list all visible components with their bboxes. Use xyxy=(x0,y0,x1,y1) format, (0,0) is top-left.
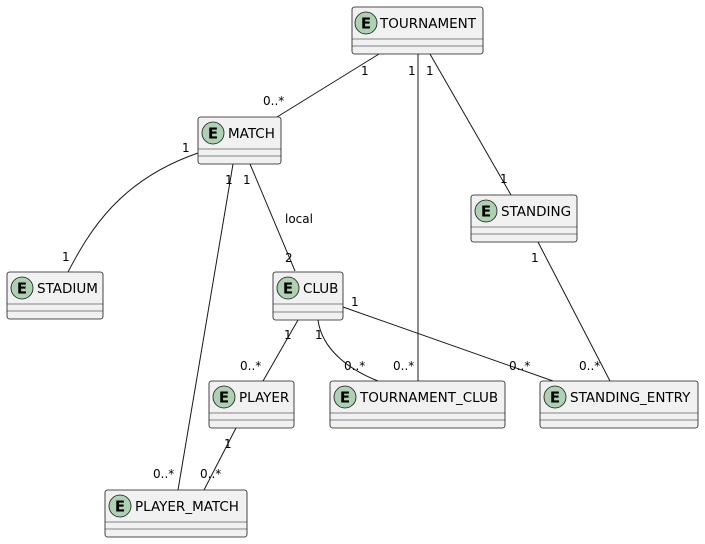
entity-tournament-club[interactable]: E TOURNAMENT_CLUB xyxy=(329,380,506,429)
entity-club[interactable]: E CLUB xyxy=(272,271,344,321)
mult-standing-standing-entry-to: 0..* xyxy=(579,359,600,373)
entity-name: STANDING xyxy=(501,204,571,220)
line-club-player xyxy=(262,319,299,382)
mult-club-standing-entry-to: 0..* xyxy=(509,359,530,373)
entity-badge-letter: E xyxy=(208,125,218,143)
entity-player-match[interactable]: E PLAYER_MATCH xyxy=(104,489,248,538)
entity-badge-icon xyxy=(108,494,132,518)
line-player-player-match xyxy=(203,427,237,491)
relationship-lines xyxy=(67,53,611,491)
entity-name: CLUB xyxy=(303,281,338,297)
mult-club-player-from: 1 xyxy=(284,328,292,342)
entity-badge-letter: E xyxy=(361,15,371,33)
line-tournament-match xyxy=(276,53,380,118)
entity-badge-icon xyxy=(474,199,498,223)
entity-standing[interactable]: E STANDING xyxy=(470,194,578,243)
entity-name: TOURNAMENT xyxy=(379,16,477,32)
entity-player[interactable]: E PLAYER xyxy=(208,380,295,429)
multiplicity-labels: 1 0..* 1 0..* 1 1 1 1 1 0..* 1 2 local 1… xyxy=(62,64,600,481)
entity-badge-letter: E xyxy=(17,280,27,298)
line-match-player-match xyxy=(177,163,234,491)
mult-tournament-tournament-club-from: 1 xyxy=(408,64,416,78)
mult-tournament-match-from: 1 xyxy=(361,64,369,78)
entity-tournament[interactable]: E TOURNAMENT xyxy=(351,6,484,55)
mult-club-tournament-club-to: 0..* xyxy=(344,359,365,373)
entity-badge-icon xyxy=(276,276,300,300)
line-club-tournament-club xyxy=(317,319,379,382)
line-club-standing-entry xyxy=(342,306,554,382)
mult-match-player-match-from: 1 xyxy=(225,173,233,187)
line-match-club xyxy=(249,163,296,272)
relationship-label-local: local xyxy=(285,212,313,226)
entity-badge-letter: E xyxy=(550,389,560,407)
mult-club-standing-entry-from: 1 xyxy=(351,295,359,309)
entity-name: PLAYER_MATCH xyxy=(135,499,239,515)
entity-badge-icon xyxy=(10,276,34,300)
mult-tournament-standing-from: 1 xyxy=(426,64,434,78)
entity-stadium[interactable]: E STADIUM xyxy=(6,271,104,320)
mult-match-stadium-from: 1 xyxy=(182,141,190,155)
entity-badge-icon xyxy=(543,385,567,409)
line-standing-standing-entry xyxy=(537,241,611,382)
entity-badge-letter: E xyxy=(283,280,293,298)
mult-match-club-to: 2 xyxy=(285,251,293,265)
line-tournament-standing xyxy=(429,53,512,196)
entity-name: MATCH xyxy=(228,126,275,142)
entity-badge-letter: E xyxy=(219,389,229,407)
entity-name: STADIUM xyxy=(37,281,98,297)
entity-badge-icon xyxy=(212,385,236,409)
entity-match[interactable]: E MATCH xyxy=(197,116,282,165)
line-match-stadium xyxy=(67,152,199,273)
entity-name: PLAYER xyxy=(239,390,289,406)
entity-standing-entry[interactable]: E STANDING_ENTRY xyxy=(539,380,699,429)
mult-player-player-match-to: 0..* xyxy=(200,467,221,481)
mult-tournament-tournament-club-to: 0..* xyxy=(393,359,414,373)
entity-name: STANDING_ENTRY xyxy=(570,390,691,406)
mult-match-player-match-to: 0..* xyxy=(153,467,174,481)
mult-match-club-from: 1 xyxy=(243,173,251,187)
entity-badge-letter: E xyxy=(340,389,350,407)
mult-club-tournament-club-from: 1 xyxy=(315,328,323,342)
mult-tournament-standing-to: 1 xyxy=(500,172,508,186)
entity-badge-icon xyxy=(333,385,357,409)
entity-name: TOURNAMENT_CLUB xyxy=(359,390,498,406)
entity-badge-letter: E xyxy=(115,498,125,516)
entity-badge-icon xyxy=(354,11,378,35)
mult-player-player-match-from: 1 xyxy=(224,437,232,451)
mult-tournament-match-to: 0..* xyxy=(263,94,284,108)
mult-match-stadium-to: 1 xyxy=(62,250,70,264)
mult-club-player-to: 0..* xyxy=(240,359,261,373)
entity-badge-letter: E xyxy=(481,203,491,221)
entity-badge-icon xyxy=(201,121,225,145)
mult-standing-standing-entry-from: 1 xyxy=(531,251,539,265)
